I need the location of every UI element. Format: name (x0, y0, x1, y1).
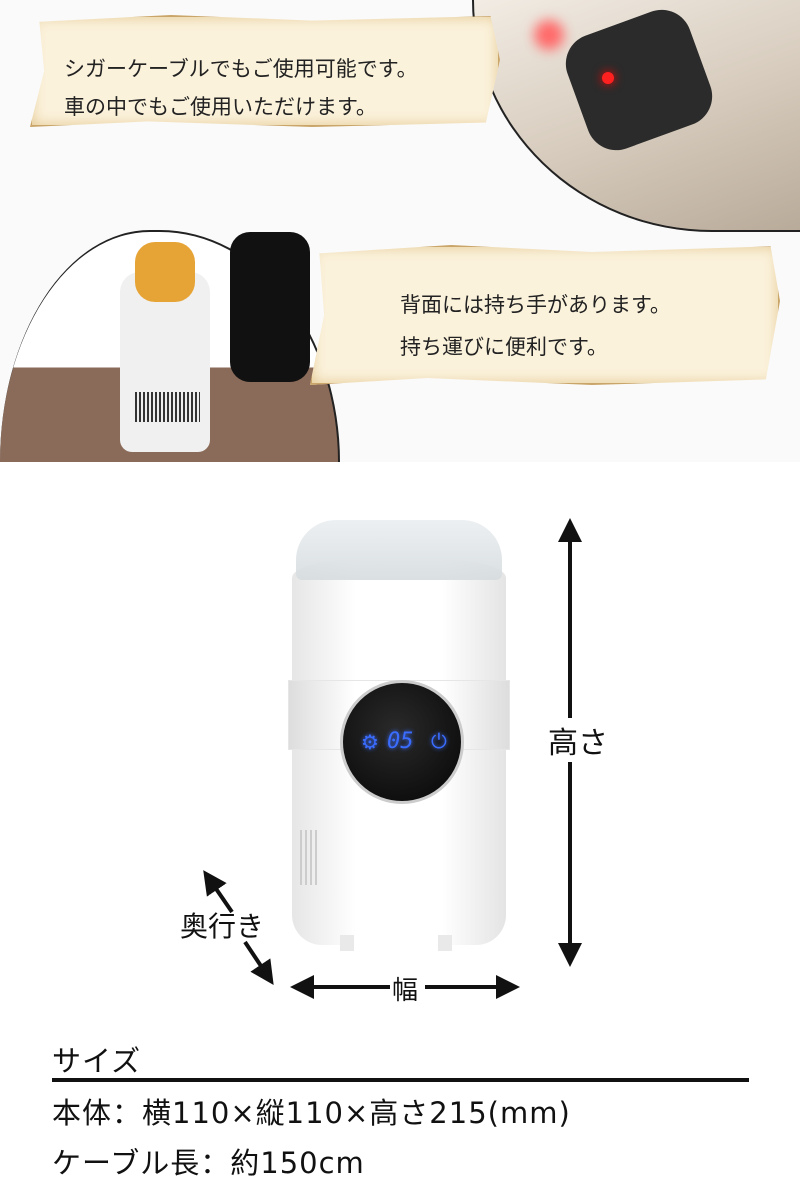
gear-icon: ⚙ (361, 730, 379, 754)
depth-label: 奥行き (180, 910, 265, 943)
foot (340, 935, 354, 951)
power-icon: ⏻ (431, 729, 447, 753)
arm (230, 232, 310, 382)
cooler-in-hand (120, 272, 210, 452)
dimension-arrows (203, 518, 582, 999)
banner-handle: 背面には持ち手があります。 持ち運びに便利です。 (310, 245, 780, 385)
foot (438, 935, 452, 951)
specs-divider (52, 1078, 749, 1082)
specs-cable-length: ケーブル長：約150cm (52, 1146, 365, 1180)
socket-glow (534, 20, 564, 50)
banner-cigar-cable: シガーケーブルでもご使用可能です。 車の中でもご使用いただけます。 (30, 15, 500, 127)
control-display: ⚙ 05 ⏻ (340, 680, 464, 804)
bottle (135, 242, 195, 302)
plug-led (602, 72, 614, 84)
height-label: 高さ (548, 718, 608, 762)
depth-arrow-bottom (243, 940, 274, 985)
specs-title: サイズ (52, 1044, 142, 1078)
vent (300, 830, 320, 885)
vent (135, 392, 200, 422)
banner-text-line2: 車の中でもご使用いただけます。 (64, 95, 377, 119)
feature-section: シガーケーブルでもご使用可能です。 車の中でもご使用いただけます。 背面には持ち… (0, 0, 800, 462)
banner-text-line2: 持ち運びに便利です。 (400, 335, 608, 359)
temperature-readout: 05 (387, 729, 414, 754)
banner-text-line1: シガーケーブルでもご使用可能です。 (64, 57, 418, 81)
banner-text-line1: 背面には持ち手があります。 (400, 293, 671, 317)
width-label: 幅 (392, 976, 419, 1006)
depth-arrow-top (203, 870, 234, 914)
specs-body-size: 本体：横110×縦110×高さ215(mm) (52, 1096, 571, 1130)
product-lid (296, 520, 502, 580)
